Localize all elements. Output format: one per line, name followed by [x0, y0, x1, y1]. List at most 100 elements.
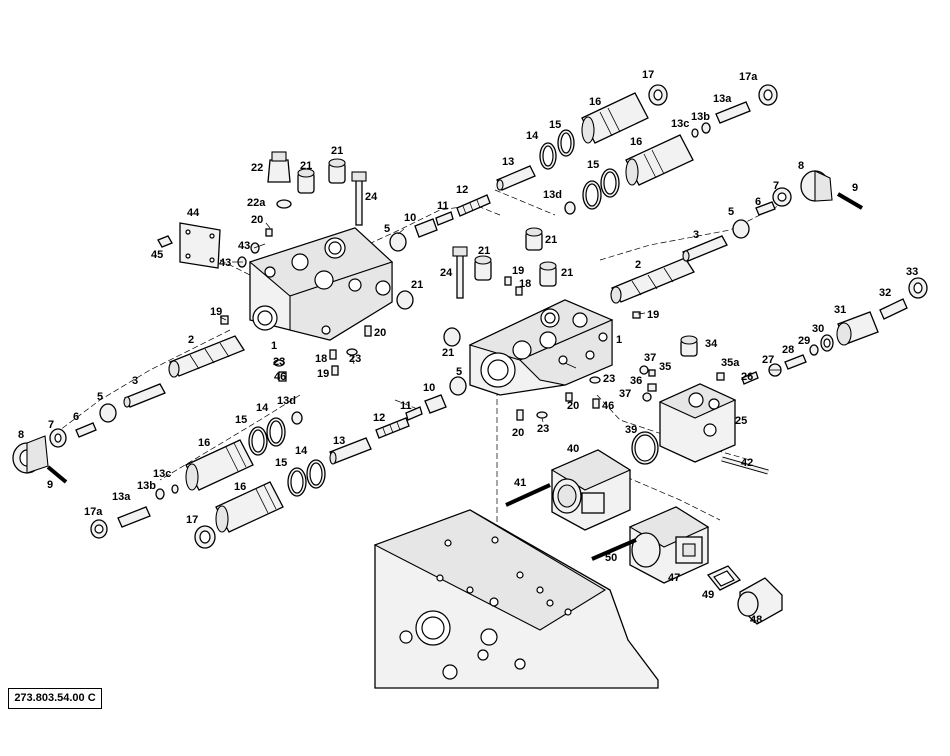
label-28: 28: [782, 344, 794, 356]
o-ring-14-upper-b: [582, 180, 602, 210]
plug-8-left: [12, 435, 49, 474]
label-22a: 22a: [247, 197, 266, 209]
label-11: 11: [437, 200, 449, 212]
label-33: 33: [906, 266, 918, 278]
valve-13a-upper: [715, 101, 751, 124]
label-13: 13: [333, 435, 345, 447]
label-13: 13: [502, 156, 514, 168]
label-49: 49: [702, 589, 714, 601]
bolt-24-b: [452, 246, 468, 299]
label-10: 10: [404, 212, 416, 224]
label-19: 19: [647, 309, 659, 321]
label-44: 44: [187, 207, 200, 219]
label-2: 2: [188, 334, 194, 346]
valve-13-upper: [496, 165, 536, 191]
screw-9-right: [836, 192, 864, 210]
label-16: 16: [198, 437, 210, 449]
plug-21-a: [297, 168, 315, 194]
plug-34: [680, 335, 698, 357]
plug-8-right: [800, 170, 833, 202]
ring-22a: [276, 199, 292, 209]
label-30: 30: [812, 323, 824, 335]
label-15: 15: [587, 159, 599, 171]
label-32: 32: [879, 287, 891, 299]
spring-12-upper: [456, 194, 491, 217]
label-13c: 13c: [671, 118, 689, 130]
label-5: 5: [97, 391, 103, 403]
label-7: 7: [48, 419, 54, 431]
label-24: 24: [365, 191, 378, 203]
label-42: 42: [741, 457, 753, 469]
label-17: 17: [186, 514, 198, 526]
label-13d: 13d: [277, 395, 296, 407]
label-17a: 17a: [84, 506, 103, 518]
cover-plate-44: [179, 222, 221, 269]
pilot-spool-left: [123, 383, 166, 408]
valve-block-25: [658, 383, 737, 463]
label-40: 40: [567, 443, 579, 455]
spring-6-left: [75, 422, 97, 438]
base-manifold: [373, 509, 659, 689]
label-21: 21: [561, 267, 573, 279]
label-43: 43: [219, 257, 231, 269]
o-ring-14-upper: [539, 142, 557, 170]
label-15: 15: [549, 119, 561, 131]
label-11: 11: [400, 400, 412, 412]
label-5: 5: [456, 366, 462, 378]
label-6: 6: [73, 411, 79, 423]
label-47: 47: [668, 572, 680, 584]
label-34: 34: [705, 338, 718, 350]
label-19: 19: [512, 265, 524, 277]
label-1: 1: [616, 334, 622, 346]
cartridge-16-upper-b: [625, 134, 694, 186]
label-21: 21: [411, 279, 423, 291]
plunger-32: [879, 298, 908, 320]
valve-13-lower: [329, 437, 372, 465]
ring-13b-lower: [155, 488, 165, 500]
label-9: 9: [47, 479, 53, 491]
valve-13a-lower: [117, 506, 151, 528]
screw-45: [157, 235, 173, 248]
bolt-42: [721, 456, 769, 475]
solenoid-coil-40: [550, 449, 632, 531]
o-ring-39: [631, 431, 659, 465]
label-15: 15: [275, 457, 287, 469]
bolt-41: [505, 483, 551, 507]
label-9: 9: [852, 182, 858, 194]
ring-13c-lower: [171, 484, 179, 494]
label-35a: 35a: [721, 357, 740, 369]
plug-21-f: [396, 290, 414, 310]
label-45: 45: [151, 249, 163, 261]
label-14: 14: [295, 445, 308, 457]
label-12: 12: [373, 412, 385, 424]
label-48: 48: [750, 614, 762, 626]
valve-body-left: [248, 227, 394, 341]
label-14: 14: [256, 402, 269, 414]
label-21: 21: [331, 145, 343, 157]
ring-13c-upper: [691, 128, 699, 138]
label-36: 36: [630, 375, 642, 387]
label-13d: 13d: [543, 189, 562, 201]
label-13b: 13b: [691, 111, 710, 123]
label-7: 7: [773, 180, 779, 192]
label-31: 31: [834, 304, 846, 316]
label-41: 41: [514, 477, 526, 489]
washer-7-left: [49, 428, 67, 448]
label-15: 15: [235, 414, 247, 426]
ring-29: [809, 344, 819, 356]
label-37: 37: [619, 388, 631, 400]
cartridge-16-upper-a: [581, 92, 649, 144]
fitting-10-upper: [414, 218, 438, 238]
label-5: 5: [384, 223, 390, 235]
pin-26: [741, 371, 759, 385]
label-23: 23: [349, 353, 361, 365]
ring-13d-upper: [564, 201, 576, 215]
nut-17a-upper: [758, 84, 778, 106]
fitting-10-lower: [424, 394, 447, 414]
cap-31: [836, 311, 879, 346]
label-13a: 13a: [112, 491, 131, 503]
label-8: 8: [18, 429, 24, 441]
label-20: 20: [251, 214, 263, 226]
spool-right: [610, 257, 695, 304]
nut-17-lower: [194, 525, 216, 549]
